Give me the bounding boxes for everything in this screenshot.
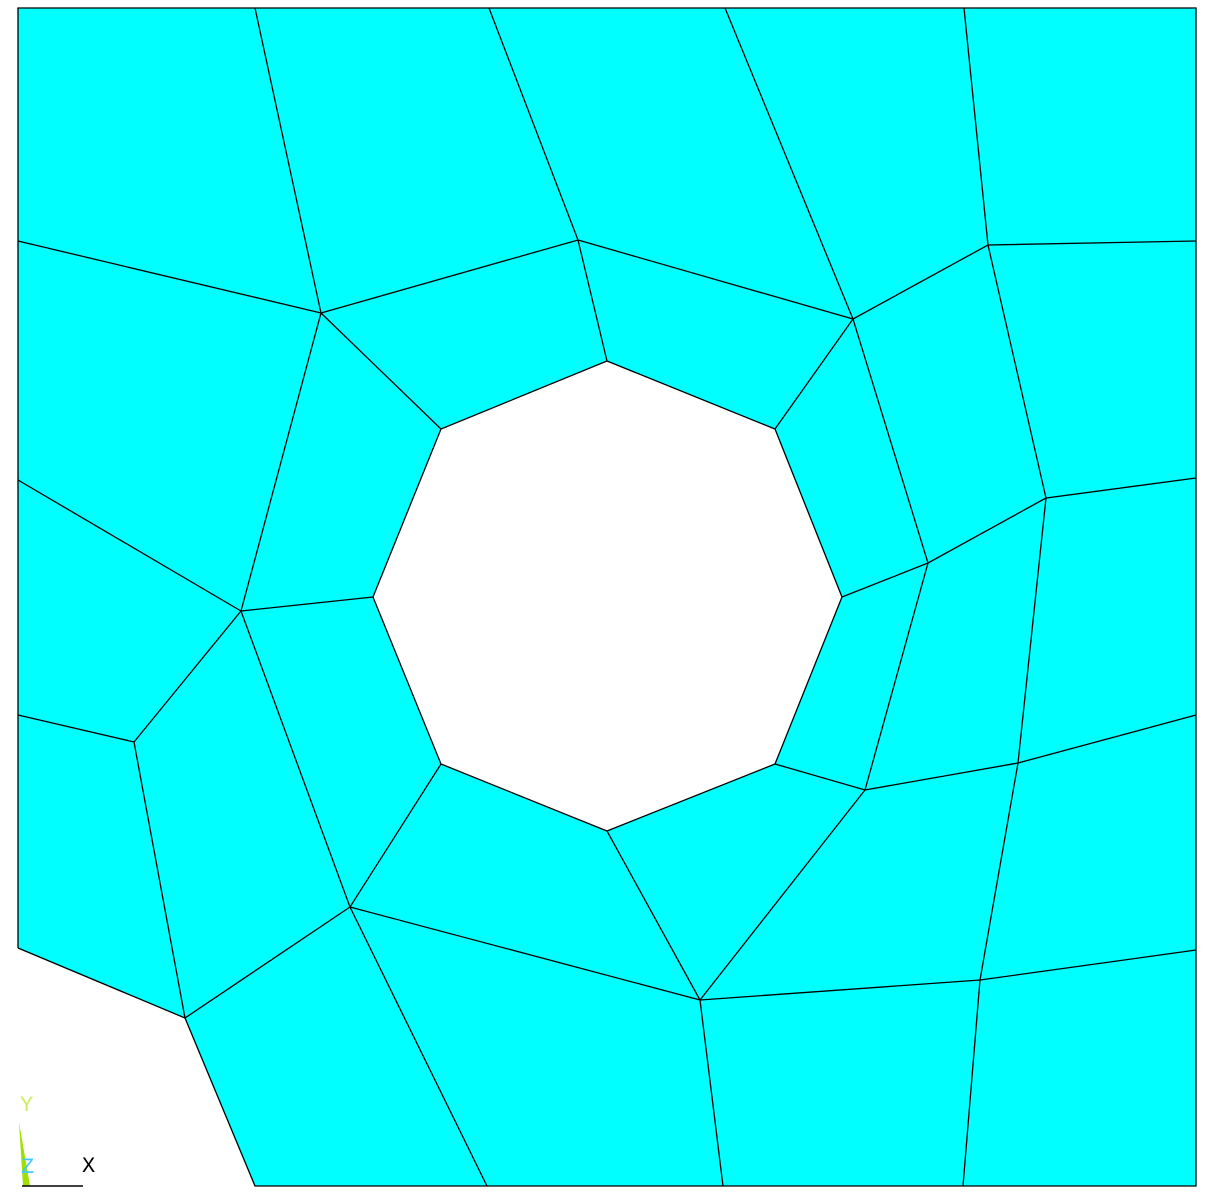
element-edge: [133, 610, 242, 743]
element-edge: [577, 239, 854, 320]
element-edge: [17, 240, 322, 314]
element-edge: [488, 7, 579, 241]
z-axis-label: Z: [21, 1155, 34, 1180]
coordinate-triad: Y Z X: [19, 1093, 95, 1187]
element-edge: [240, 610, 351, 908]
element-edge: [962, 979, 981, 1187]
element-edge: [724, 7, 854, 320]
meshed-area: [18, 8, 1196, 1186]
triad-marker: [19, 1122, 30, 1186]
element-edge: [699, 979, 981, 1001]
element-edge: [927, 497, 1047, 564]
element-edge: [699, 789, 866, 1001]
y-axis-label: Y: [20, 1093, 33, 1118]
element-edge: [349, 906, 701, 1001]
element-edge: [184, 906, 351, 1019]
element-edge: [17, 479, 242, 612]
hole-edge: [372, 360, 843, 832]
x-axis-label: X: [82, 1154, 95, 1179]
element-edge: [963, 7, 989, 246]
element-edge: [774, 318, 854, 430]
element-edge: [17, 714, 186, 1019]
element-edge: [864, 762, 1019, 791]
